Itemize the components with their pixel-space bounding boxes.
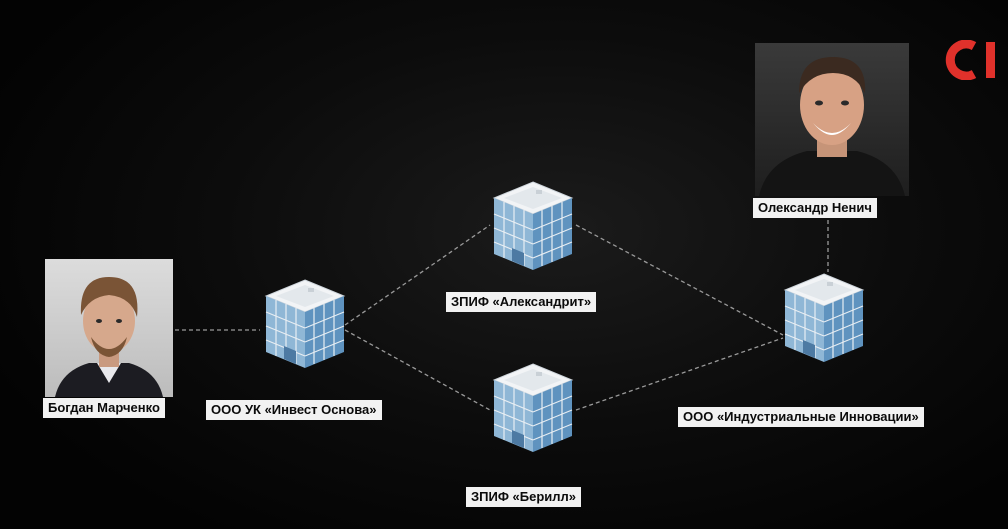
photo-bohdan-marchenko bbox=[45, 259, 173, 397]
office-building-icon bbox=[783, 273, 865, 362]
label-bohdan-marchenko: Богдан Марченко bbox=[43, 398, 165, 418]
building-icon-zpif-aleksandrit bbox=[490, 178, 576, 279]
photo-oleksandr-nenych bbox=[755, 43, 909, 196]
label-ooo-uk: ООО УК «Инвест Основа» bbox=[206, 400, 382, 420]
connection-zpif_aleksandrit-ooo_industrial bbox=[575, 224, 784, 336]
label-zpif-aleksandrit: ЗПИФ «Александрит» bbox=[446, 292, 597, 312]
channel-logo-icon bbox=[945, 40, 995, 80]
office-building-icon bbox=[492, 181, 574, 270]
building-icon-ooo-uk bbox=[262, 276, 348, 377]
connection-ooo_uk-zpif_aleksandrit bbox=[344, 224, 491, 326]
label-ooo-industrial: ООО «Индустриальные Инновации» bbox=[678, 407, 924, 427]
label-oleksandr-nenych: Олександр Ненич bbox=[753, 198, 877, 218]
building-icon-zpif-berill bbox=[490, 360, 576, 461]
office-building-icon bbox=[492, 363, 574, 452]
portrait-icon bbox=[55, 277, 163, 397]
connection-zpif_berill-ooo_industrial bbox=[575, 337, 784, 411]
label-zpif-berill: ЗПИФ «Берилл» bbox=[466, 487, 582, 507]
portrait-icon bbox=[759, 57, 905, 196]
connection-ooo_uk-zpif_berill bbox=[344, 329, 491, 411]
building-icon-ooo-industrial bbox=[781, 270, 867, 371]
office-building-icon bbox=[264, 279, 346, 368]
